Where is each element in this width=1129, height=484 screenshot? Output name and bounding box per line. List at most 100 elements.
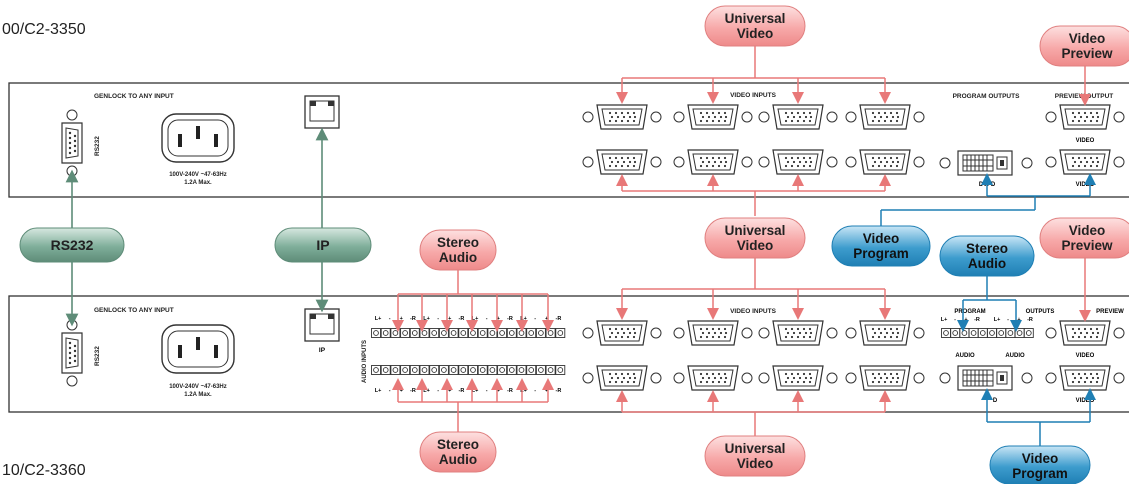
svg-text:Video: Video (737, 456, 774, 471)
svg-text:Video: Video (1069, 31, 1106, 46)
audio-terminal (987, 328, 997, 338)
svg-text:Program: Program (1012, 466, 1068, 481)
power-inlet (161, 113, 235, 163)
power-rating-line1-bottom: 100V-240V ~47-63Hz (169, 384, 227, 390)
audio-terminal (1005, 328, 1016, 338)
audio-input-terminals: L+L+--++-R-RL+L+--++-R-RL+L+--++-R-RL+L+… (371, 316, 566, 394)
bottom-program-lines (981, 388, 1096, 448)
audio-terminal (977, 328, 988, 338)
audio-pin-label: L+ (520, 316, 527, 322)
ip-port-label: IP (319, 347, 326, 354)
svg-text:Video: Video (863, 231, 900, 246)
audio-pin-label: + (448, 316, 451, 322)
audio-terminal (371, 365, 381, 375)
audio-terminal (429, 328, 440, 338)
audio-pin-label: -R (507, 388, 513, 394)
svg-text:Universal: Universal (725, 11, 786, 26)
svg-text:Universal: Universal (725, 441, 786, 456)
audio-pin-label: L+ (423, 316, 430, 322)
stereo-audio-output-lines (957, 276, 1022, 332)
audio-pin-label: - (1007, 317, 1009, 323)
audio-terminal (390, 328, 401, 338)
audio-terminal (1014, 328, 1025, 338)
universal-video-callout-top: Universal Video (704, 5, 806, 47)
audio-terminal (487, 365, 498, 375)
audio-terminal (497, 365, 508, 375)
svg-text:RS232: RS232 (51, 237, 94, 253)
video-program-callout-bottom: Video Program (989, 445, 1091, 484)
stereo-audio-output-callout: Stereo Audio (939, 235, 1035, 277)
stereo-audio-callout-top: Stereo Audio (419, 229, 497, 271)
audio-terminal (941, 328, 951, 338)
svg-text:Universal: Universal (725, 223, 786, 238)
audio-pin-label: L+ (994, 317, 1001, 323)
video-inputs-label-bottom: VIDEO INPUTS (730, 308, 777, 315)
audio-pin-label: -R (556, 316, 562, 322)
audio-pin-label: + (448, 388, 451, 394)
audio-terminal (448, 365, 459, 375)
svg-text:Stereo: Stereo (437, 437, 479, 452)
audio-terminal (458, 328, 469, 338)
audio-terminal (429, 365, 440, 375)
audio-pin-label: -R (1027, 317, 1033, 323)
stereo-audio-lower-lines (392, 378, 554, 432)
rs232-port-label-bottom: RS232 (94, 346, 101, 366)
audio-terminal (497, 328, 508, 338)
audio-terminal (477, 365, 488, 375)
audio-pin-label: + (400, 316, 403, 322)
bottom-upper-video-lines (616, 258, 891, 320)
audio-pin-label: - (534, 388, 536, 394)
ip-callout: IP (274, 227, 372, 263)
video-preview-callout-top: Video Preview (1039, 25, 1129, 67)
top-universal-video-lines (616, 44, 891, 104)
audio-pin-label: -R (410, 316, 416, 322)
svg-text:Audio: Audio (439, 250, 477, 265)
audio-terminal (959, 328, 970, 338)
audio-pin-label: - (389, 316, 391, 322)
audio-pin-label: + (964, 317, 967, 323)
svg-text:Audio: Audio (968, 256, 1006, 271)
audio-terminal (996, 328, 1007, 338)
svg-text:Preview: Preview (1061, 238, 1113, 253)
svg-text:Video: Video (737, 26, 774, 41)
audio-terminal (380, 365, 391, 375)
ethernet-port (304, 95, 340, 129)
bottom-lower-video-lines (616, 390, 891, 436)
bottom-dvi-output-port (957, 365, 1013, 391)
audio-terminal (438, 328, 449, 338)
ethernet-port-bottom (304, 308, 340, 342)
audio-pin-label: - (437, 388, 439, 394)
universal-video-callout-middle: Universal Video (704, 217, 806, 259)
svg-text:Program: Program (853, 246, 909, 261)
svg-text:Video: Video (1022, 451, 1059, 466)
power-rating-line2: 1.2A Max. (184, 180, 212, 186)
audio-terminal (380, 328, 391, 338)
dvi-output-port (957, 150, 1013, 176)
audio-pin-label: -R (410, 388, 416, 394)
audio-pin-label: -R (507, 316, 513, 322)
audio-terminal (1023, 328, 1034, 338)
audio-pin-label: - (437, 316, 439, 322)
audio-pin-label: L+ (941, 317, 948, 323)
stereo-audio-callout-bottom: Stereo Audio (419, 431, 497, 473)
program-video-label: VIDEO (1076, 182, 1095, 188)
video-preview-callout-bottom: Video Preview (1039, 217, 1129, 259)
audio-terminal (516, 365, 527, 375)
top-program-lines (880, 173, 1096, 228)
audio-pin-label: -R (459, 316, 465, 322)
audio-pin-label: + (400, 388, 403, 394)
audio-terminal (506, 365, 517, 375)
audio-terminal (448, 328, 459, 338)
preview-audio-label: AUDIO (1005, 353, 1025, 359)
video-program-callout-top: Video Program (831, 225, 931, 267)
audio-terminal (400, 328, 411, 338)
program-label: PROGRAM (954, 309, 985, 315)
audio-pin-label: L+ (520, 388, 527, 394)
audio-terminal (526, 365, 537, 375)
audio-terminal (409, 328, 420, 338)
audio-inputs-label: AUDIO INPUTS (362, 340, 368, 383)
svg-text:Preview: Preview (1061, 46, 1113, 61)
audio-terminal (545, 365, 556, 375)
outputs-label: OUTPUTS (1026, 309, 1055, 315)
